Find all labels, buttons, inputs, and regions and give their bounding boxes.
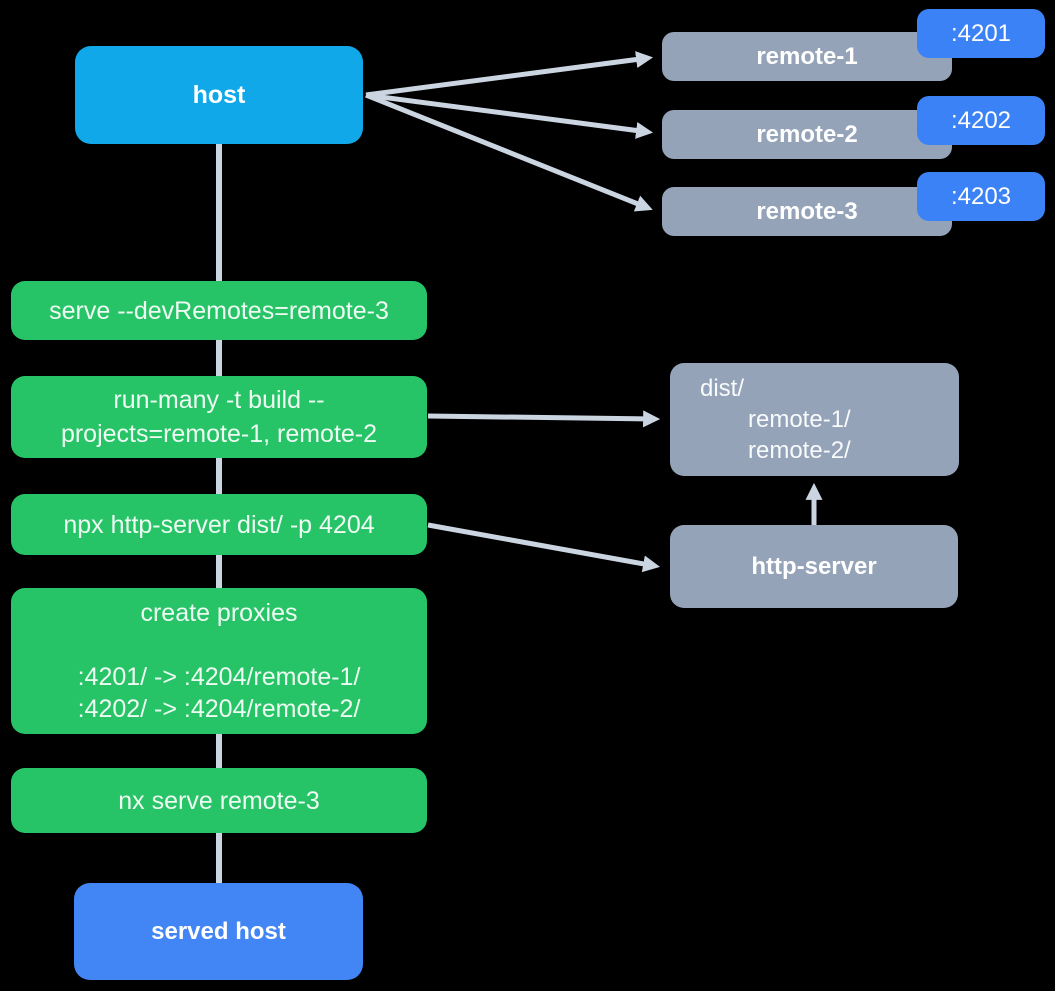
remote-3-port: :4203: [950, 182, 1012, 210]
http-server-label: http-server: [751, 552, 877, 580]
command-create-proxies: create proxies :4201/ -> :4204/remote-1/…: [11, 588, 427, 734]
http-server-node: http-server: [670, 525, 958, 608]
dist-remote-2-label: remote-2/: [748, 437, 851, 464]
remote-2-port-badge: :4202: [917, 96, 1045, 145]
command-line: npx http-server dist/ -p 4204: [63, 510, 375, 539]
served-host-node: served host: [74, 883, 363, 980]
command-line: :4202/ -> :4204/remote-2/: [77, 695, 361, 723]
edge-host-remote-2: [365, 92, 654, 139]
host-label: host: [192, 80, 246, 109]
command-line: create proxies: [140, 599, 298, 627]
command-line: nx serve remote-3: [118, 786, 320, 815]
command-line: projects=remote-1, remote-2: [60, 420, 378, 448]
dist-folder-node: dist/ remote-1/ remote-2/: [670, 363, 959, 476]
remote-3-label: remote-3: [756, 197, 858, 225]
remote-1-label: remote-1: [756, 42, 858, 70]
command-line: serve --devRemotes=remote-3: [49, 296, 389, 325]
edge-host-remote-3: [365, 92, 653, 212]
remote-1-port: :4201: [950, 19, 1012, 47]
edge-host-remote-1: [365, 51, 654, 98]
host-node: host: [75, 46, 363, 144]
command-line: run-many -t build --: [113, 386, 325, 414]
remote-2-port: :4202: [950, 106, 1012, 134]
edge-runmany-dist: [427, 410, 661, 428]
command-run-many-build: run-many -t build -- projects=remote-1, …: [11, 376, 427, 458]
dist-root-label: dist/: [700, 375, 745, 402]
edge-npx-httpserver: [427, 522, 661, 573]
remote-1-node: remote-1: [662, 32, 952, 81]
remote-3-port-badge: :4203: [917, 172, 1045, 221]
command-npx-http-server: npx http-server dist/ -p 4204: [11, 494, 427, 555]
command-serve-devremotes: serve --devRemotes=remote-3: [11, 281, 427, 340]
remote-2-node: remote-2: [662, 110, 952, 159]
remote-2-label: remote-2: [756, 120, 858, 148]
served-host-label: served host: [151, 917, 286, 945]
remote-1-port-badge: :4201: [917, 9, 1045, 58]
dist-remote-1-label: remote-1/: [748, 406, 851, 433]
command-line: :4201/ -> :4204/remote-1/: [77, 663, 361, 691]
command-nx-serve-remote-3: nx serve remote-3: [11, 768, 427, 833]
remote-3-node: remote-3: [662, 187, 952, 236]
